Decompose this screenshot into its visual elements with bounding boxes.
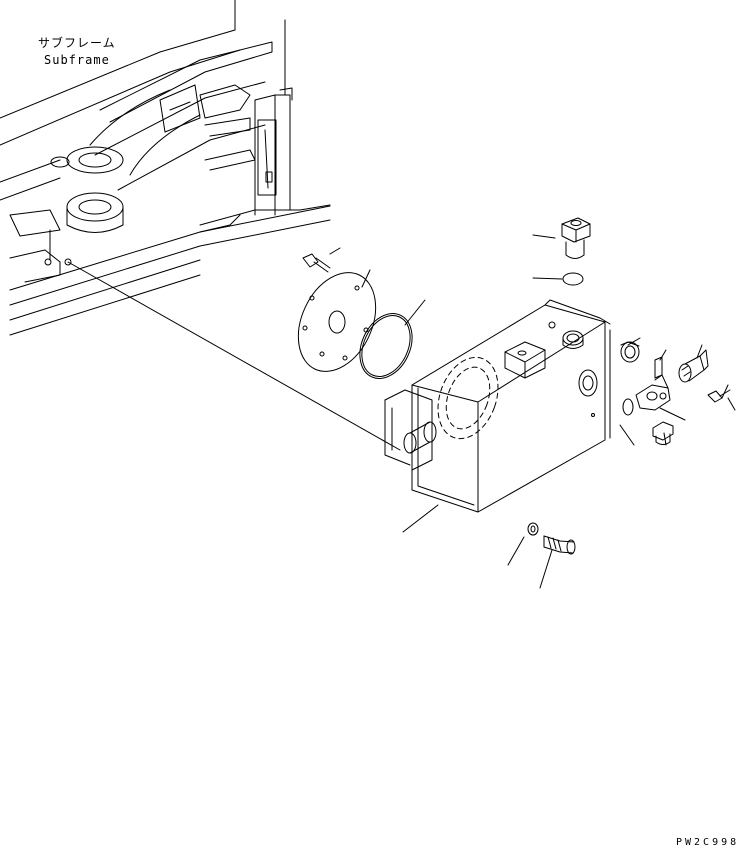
elbow-fitting <box>636 375 670 410</box>
flange-bolt <box>303 254 330 272</box>
drain-plug <box>653 422 673 445</box>
plug-fitting <box>679 350 708 382</box>
subframe-assembly <box>0 0 400 450</box>
strainer-nut <box>621 342 639 362</box>
hex-bolt-right <box>708 390 730 402</box>
o-ring-top <box>563 273 583 285</box>
dowel-pin <box>655 357 662 378</box>
leader-lines <box>330 235 735 588</box>
subframe-label-jp: サブフレーム <box>38 36 116 50</box>
washer <box>528 523 538 535</box>
gasket <box>350 305 422 387</box>
filler-cap <box>562 218 590 259</box>
subframe-label-en: Subframe <box>44 53 110 67</box>
oring-side <box>623 399 633 415</box>
hydraulic-tank <box>385 300 610 512</box>
mounting-bolt <box>544 536 575 554</box>
drawing-code: PW2C998 <box>676 837 740 848</box>
